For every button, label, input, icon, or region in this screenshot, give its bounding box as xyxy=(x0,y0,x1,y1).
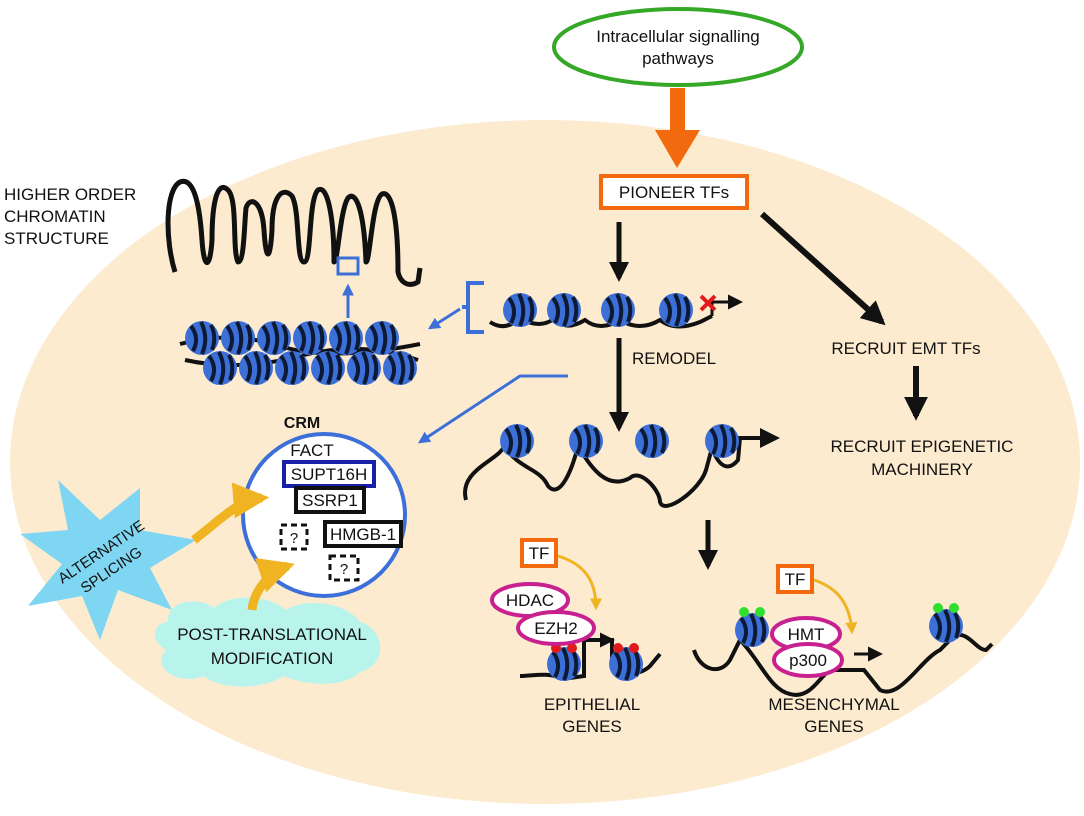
epithelial-nucleosome-1 xyxy=(545,645,583,683)
signalling-pathways-node: Intracellular signalling pathways xyxy=(552,7,804,87)
chromatin-zoom-box xyxy=(336,256,360,276)
epithelial-label-1: EPITHELIAL xyxy=(544,695,640,714)
unknown-box-2: ? xyxy=(328,554,360,582)
mesenchymal-label-2: GENES xyxy=(804,717,864,736)
svg-text:SUPT16H: SUPT16H xyxy=(291,465,368,484)
p300-ellipse: p300 xyxy=(772,642,844,678)
epithelial-label-2: GENES xyxy=(562,717,622,736)
compact-chromatin-fibre xyxy=(179,319,421,387)
active-mark xyxy=(949,603,959,613)
recruit-epi-label-2: MACHINERY xyxy=(871,460,973,479)
hocs-label-1: HIGHER ORDER xyxy=(4,185,136,204)
svg-text:HDAC: HDAC xyxy=(506,591,554,610)
hmgb1-box: HMGB-1 xyxy=(323,520,403,548)
svg-text:HMT: HMT xyxy=(788,625,825,644)
hmt-ellipse: HMT xyxy=(770,616,842,652)
splicing-arrow xyxy=(191,482,270,544)
bracket-arrow xyxy=(427,307,461,330)
epithelial-nucleosome-2 xyxy=(607,645,645,683)
pioneer-tfs-box: PIONEER TFs xyxy=(599,174,749,210)
hocs-label-2: CHROMATIN xyxy=(4,207,106,226)
repressive-mark xyxy=(629,643,639,653)
svg-text:HMGB-1: HMGB-1 xyxy=(330,525,396,544)
svg-text:TF: TF xyxy=(785,570,806,589)
mesenchymal-nucleosome-1 xyxy=(733,611,771,649)
svg-text:?: ? xyxy=(290,530,298,547)
signalling-label-1: Intracellular signalling xyxy=(596,27,759,46)
svg-text:?: ? xyxy=(340,561,348,578)
ptm-label-2: MODIFICATION xyxy=(211,649,333,668)
crm-arrow xyxy=(417,374,568,444)
svg-text:SSRP1: SSRP1 xyxy=(302,491,358,510)
closed-chromatin xyxy=(488,291,743,329)
supt16h-box: SUPT16H xyxy=(282,460,376,488)
remodel-label: REMODEL xyxy=(632,349,716,368)
alternative-splicing-star: ALTERNATIVE SPLICING xyxy=(20,480,196,640)
ssrp1-box: SSRP1 xyxy=(294,486,366,514)
recruit-emt-label: RECRUIT EMT TFs xyxy=(831,339,980,358)
svg-text:p300: p300 xyxy=(789,651,827,670)
ptm-cloud: POST-TRANSLATIONAL MODIFICATION xyxy=(154,597,381,687)
chromatin-loops xyxy=(165,178,423,287)
signalling-label-2: pathways xyxy=(642,49,714,68)
ptm-arrow xyxy=(247,558,295,611)
active-mark xyxy=(755,607,765,617)
mesenchymal-label-1: MESENCHYMAL xyxy=(768,695,899,714)
ezh2-ellipse: EZH2 xyxy=(516,610,596,646)
svg-text:PIONEER TFs: PIONEER TFs xyxy=(619,183,729,202)
blue-bracket xyxy=(462,281,484,334)
open-chromatin xyxy=(463,422,780,508)
recruit-epi-label-1: RECRUIT EPIGENETIC xyxy=(831,437,1014,456)
repressive-mark xyxy=(567,643,577,653)
svg-text:EZH2: EZH2 xyxy=(534,619,577,638)
fact-label: FACT xyxy=(290,441,333,460)
repressive-mark xyxy=(613,643,623,653)
tf-box-mesenchymal: TF xyxy=(776,564,814,594)
pioneer-emt-arrow xyxy=(759,211,886,326)
tf-box-epithelial: TF xyxy=(520,538,558,568)
unknown-box-1: ? xyxy=(279,523,309,551)
mesenchymal-nucleosome-2 xyxy=(927,607,965,645)
orange-arrow xyxy=(655,88,700,168)
tf-arrow-mesenchymal xyxy=(813,578,858,635)
ptm-label-1: POST-TRANSLATIONAL xyxy=(177,625,367,644)
tf-arrow-epithelial xyxy=(557,554,602,611)
crm-label: CRM xyxy=(284,415,320,432)
hocs-label-3: STRUCTURE xyxy=(4,229,109,248)
active-mark xyxy=(739,607,749,617)
active-mark xyxy=(933,603,943,613)
svg-text:TF: TF xyxy=(529,544,550,563)
